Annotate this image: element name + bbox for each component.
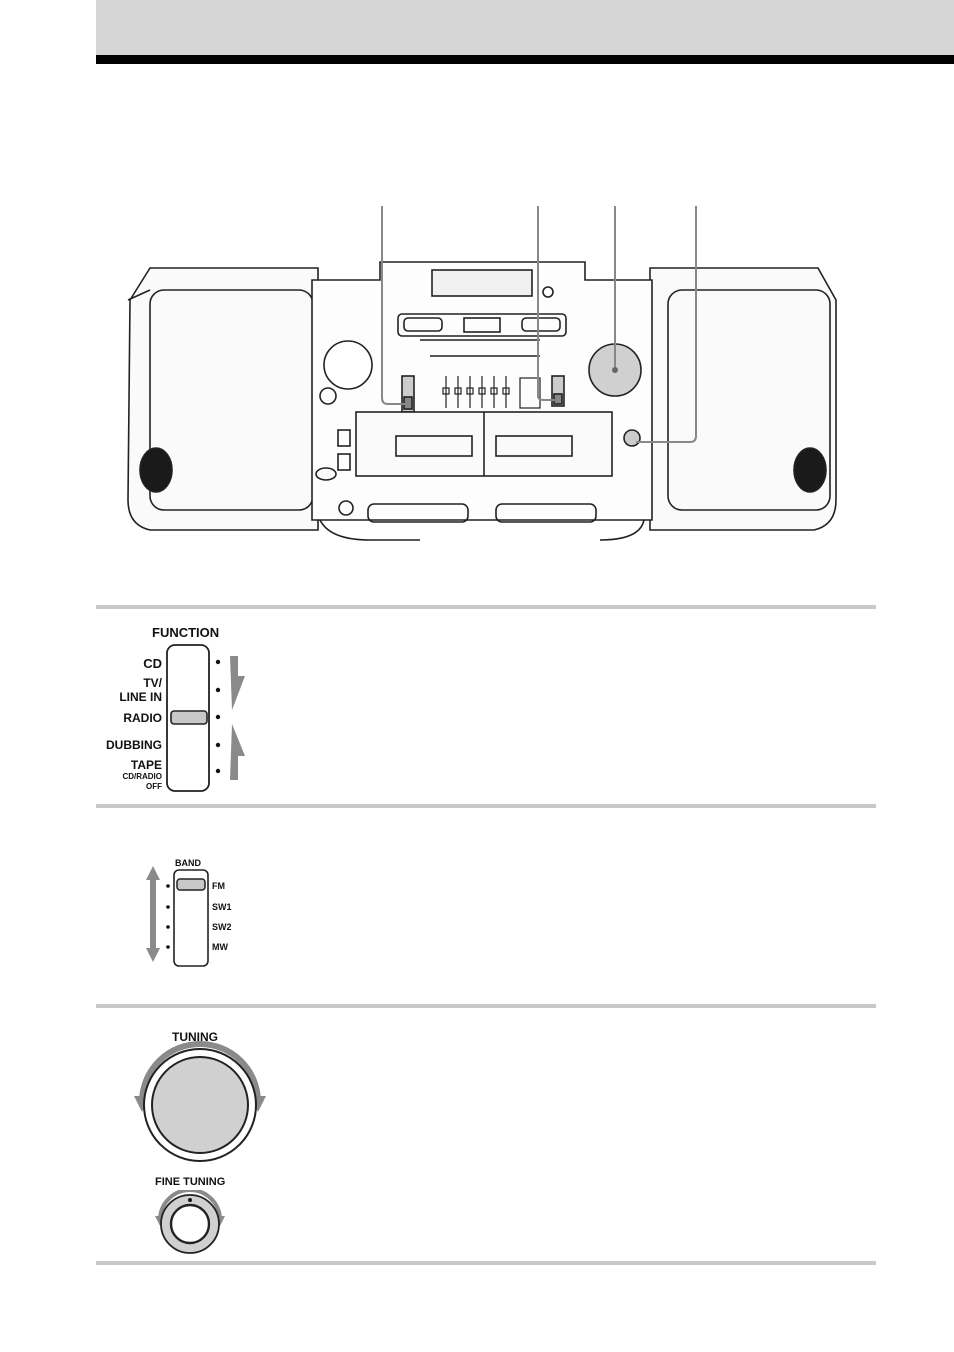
fine-tuning-title: FINE TUNING — [155, 1176, 226, 1188]
function-position-cd: CD — [143, 656, 162, 671]
function-switch-graphic — [166, 644, 245, 792]
section-rule-4 — [96, 1261, 876, 1265]
left-speaker-port — [139, 447, 173, 493]
tuning-title: TUNING — [172, 1030, 218, 1044]
function-position-radio: RADIO — [123, 711, 162, 725]
function-position-dubbing: DUBBING — [106, 738, 162, 752]
callout-line-4 — [636, 206, 697, 443]
band-switch-knob — [176, 878, 206, 891]
callout-line-2 — [537, 206, 556, 401]
function-position-tv-line-in: TV/ LINE IN — [119, 676, 162, 704]
band-title: BAND — [175, 858, 201, 868]
band-position-sw1: SW1 — [212, 902, 232, 912]
tuning-arc-arrow — [139, 1041, 261, 1103]
section-rule-1 — [96, 605, 876, 609]
volume-knob — [323, 340, 373, 390]
band-switch-graphic — [146, 866, 209, 967]
section-rule-3 — [96, 1004, 876, 1008]
boombox-illustration — [127, 206, 837, 541]
band-updown-arrow — [146, 866, 160, 962]
header-rule — [96, 55, 954, 64]
function-position-off: CD/RADIO OFF — [122, 772, 162, 791]
band-position-sw2: SW2 — [212, 922, 232, 932]
function-position-tape: TAPE — [130, 758, 162, 772]
function-title: FUNCTION — [152, 625, 220, 640]
fine-tuning-knob — [623, 429, 641, 447]
function-switch-knob — [170, 710, 208, 725]
header-band — [96, 0, 954, 55]
band-position-fm: FM — [212, 881, 225, 891]
tuning-dial-graphic — [134, 1041, 266, 1162]
section-rule-2 — [96, 804, 876, 808]
function-down-arrow — [230, 656, 245, 710]
band-position-mw: MW — [212, 942, 228, 952]
right-speaker-port — [793, 447, 827, 493]
callout-line-1 — [381, 206, 406, 405]
fine-tuning-dial-graphic — [155, 1190, 225, 1254]
function-up-arrow — [230, 724, 245, 780]
